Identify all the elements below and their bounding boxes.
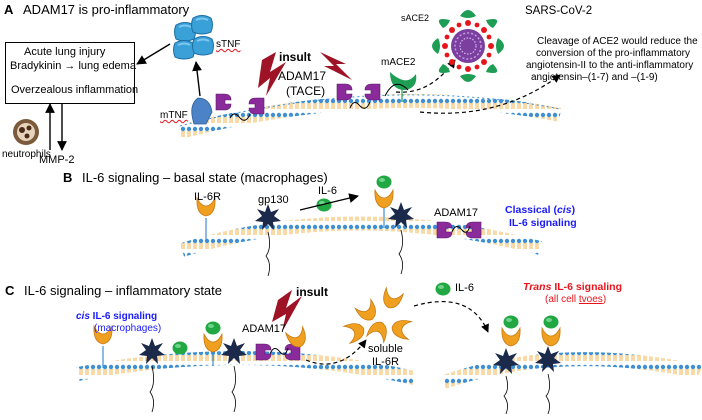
panel-b-title: IL-6 signaling – basal state (macrophage… [82, 170, 328, 185]
membrane-c-left [76, 350, 416, 385]
panel-b-header: B IL-6 signaling – basal state (macropha… [63, 170, 328, 186]
classical-text-1: Classical ( [505, 204, 557, 216]
gp130-label-b: gp130 [258, 194, 289, 206]
trans-line-2: (all cell tvoes) [545, 294, 606, 306]
box-line-1: Acute lung injury [24, 46, 106, 58]
neutrophils-label: neutrophils [2, 149, 51, 160]
panel-c-title: IL-6 signaling – inflammatory state [24, 283, 222, 298]
il6-label-c: IL-6 [455, 282, 474, 294]
stnf-label: sTNF [216, 39, 241, 50]
panel-a-header: A ADAM17 is pro-inflammatory [4, 2, 190, 18]
trans-complex-2 [535, 315, 561, 415]
note-line-3: angiotensin-II to the anti-inflammatory [526, 60, 694, 71]
note-line-4: angiotensin–(1-7) and –(1-9) [531, 72, 658, 83]
arrow-mtnf-to-stnf [192, 61, 202, 97]
insult-label-c: insult [296, 285, 328, 299]
trans-word: Trans [523, 281, 552, 293]
panel-c-header: C IL-6 signaling – inflammatory state [5, 283, 222, 299]
stnf-trimer [172, 14, 215, 60]
classical-line-2: IL-6 signaling [509, 217, 577, 229]
arrow-stnf-to-injury [136, 43, 171, 65]
adam17-b [436, 221, 482, 239]
insult-bolt-c [272, 290, 302, 332]
trans-complex-1 [493, 315, 521, 415]
mtnf-protein [191, 97, 213, 125]
panel-a-title: ADAM17 is pro-inflammatory [23, 2, 190, 17]
il6-c-right [435, 282, 451, 296]
insult-label-a: insult [279, 50, 311, 64]
il6-complex-c [203, 321, 247, 413]
note-line-1: Cleavage of ACE2 would reduce the [537, 36, 698, 47]
cis-rest: IL-6 signaling [89, 311, 158, 322]
panel-c-letter: C [5, 283, 15, 298]
cis-word: cis [76, 311, 90, 322]
arrow-trans [413, 301, 489, 333]
insult-bolt-a [258, 52, 352, 96]
mace2-protein [384, 72, 417, 102]
classical-label: Classical (cis) [505, 204, 575, 216]
soluble-il6r-cluster [343, 287, 412, 344]
box-line-3: Overzealous inflammation [11, 84, 139, 96]
soluble-il6r-label: IL-6R [372, 356, 399, 368]
sace2-label: sACE2 [401, 13, 430, 23]
trans-line-2-a: (all cell [545, 294, 579, 305]
note-line-2: conversion of the pro-inflammatory [536, 48, 690, 59]
trans-rest: IL-6 signaling [551, 281, 622, 293]
mmp2-label: MMP-2 [39, 154, 75, 166]
mtnf-label: mTNF [160, 110, 188, 121]
mace2-label: mACE2 [381, 57, 416, 68]
il6-complex-b [374, 175, 414, 275]
cis-line-2: (macrophages) [94, 323, 162, 334]
cis-label: cis IL-6 signaling [76, 311, 157, 323]
adam17-label-c: ADAM17 [242, 323, 287, 335]
trans-label: Trans IL-6 signaling [523, 281, 622, 293]
effects-box: Acute lung injury Bradykinin → lung edem… [5, 42, 139, 104]
adam17-label-a: ADAM17 [278, 69, 327, 83]
adam17-label-b: ADAM17 [434, 207, 479, 219]
adam17-c [255, 326, 310, 361]
panel-b-letter: B [63, 170, 73, 185]
soluble-label: soluble [368, 343, 403, 355]
gp130-c-left [139, 338, 165, 413]
classical-cis: cis [556, 204, 572, 216]
arrow-il6-binding [299, 193, 359, 211]
il6r-label-b: IL-6R [194, 191, 221, 203]
membrane-a [178, 93, 562, 139]
il6r-b [196, 197, 216, 240]
gp130-b [255, 204, 281, 277]
classical-text-2: ) [571, 204, 576, 216]
membrane-c-right [441, 352, 702, 389]
trans-line-2-b: tvoes [578, 294, 603, 305]
panel-a-letter: A [4, 2, 14, 17]
neutrophil-cell [13, 119, 39, 145]
il6r-c-left [93, 325, 113, 368]
il6-label-b: IL-6 [318, 185, 337, 197]
adam17-a [215, 83, 381, 121]
box-line-2: Bradykinin → lung edema [10, 60, 136, 72]
trans-line-2-c: ) [602, 294, 607, 305]
sars-cov-2-label: SARS-CoV-2 [525, 5, 593, 17]
tace-label: (TACE) [286, 84, 326, 98]
membrane-b [179, 216, 542, 257]
il6-c-left [172, 341, 188, 355]
sars-cov-2-virus [432, 10, 504, 82]
